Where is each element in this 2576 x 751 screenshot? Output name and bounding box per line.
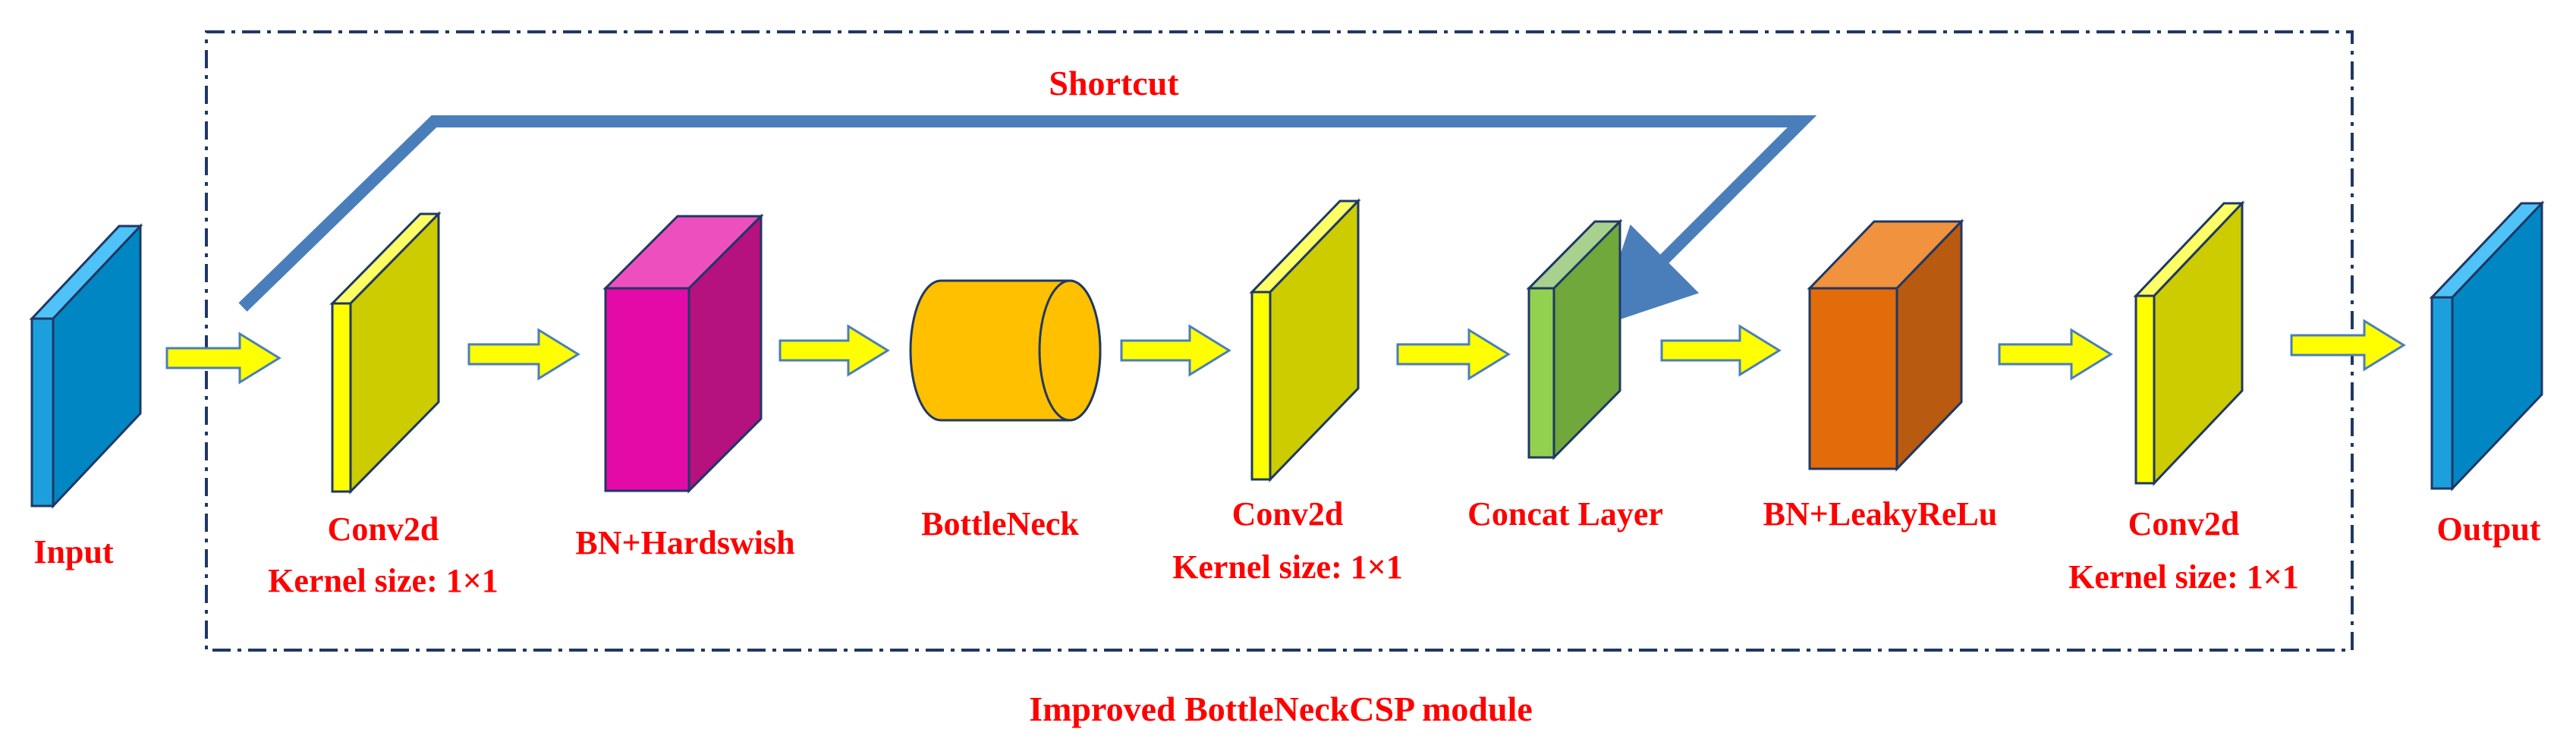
module-caption: Improved BottleNeckCSP module — [1029, 690, 1533, 728]
input-label: Input — [33, 533, 114, 570]
flow-arrow-1 — [165, 332, 282, 385]
bn-hardswish-block — [602, 213, 764, 494]
shortcut-label: Shortcut — [1049, 64, 1179, 102]
conv2-label: Conv2d — [1232, 495, 1344, 533]
flow-arrow-5 — [1396, 328, 1511, 381]
shortcut-arrow — [238, 115, 1817, 328]
conv3-kernel-label: Kernel size: 1×1 — [2068, 558, 2299, 595]
flow-arrow-3 — [778, 324, 890, 377]
concat-layer-block — [1526, 218, 1623, 460]
bottleneck-cylinder — [909, 279, 1102, 422]
conv2-kernel-label: Kernel size: 1×1 — [1172, 548, 1403, 586]
flow-arrow-2 — [467, 328, 580, 381]
flow-arrow-4 — [1120, 324, 1231, 377]
conv1-kernel-label: Kernel size: 1×1 — [268, 562, 499, 599]
module-boundary — [205, 30, 2354, 652]
concat-label: Concat Layer — [1467, 495, 1663, 533]
bn-leakyrelu-block — [1807, 218, 1964, 472]
conv2d-block-2 — [1249, 198, 1361, 482]
flow-arrows — [165, 319, 2406, 385]
conv1-label: Conv2d — [328, 511, 439, 548]
flow-arrow-6 — [1660, 324, 1782, 377]
bottleneck-label: BottleNeck — [921, 505, 1079, 542]
conv2d-block-1 — [329, 211, 442, 495]
input-tensor-block — [29, 223, 143, 509]
flow-arrow-8 — [2290, 319, 2406, 372]
output-tensor-block — [2429, 200, 2545, 492]
bn-leakyrelu-label: BN+LeakyReLu — [1763, 495, 1998, 533]
flow-arrow-7 — [1998, 328, 2113, 381]
output-label: Output — [2437, 511, 2541, 548]
bn-hardswish-label: BN+Hardswish — [575, 524, 794, 561]
conv3-label: Conv2d — [2128, 505, 2240, 542]
conv2d-block-3 — [2133, 200, 2245, 486]
